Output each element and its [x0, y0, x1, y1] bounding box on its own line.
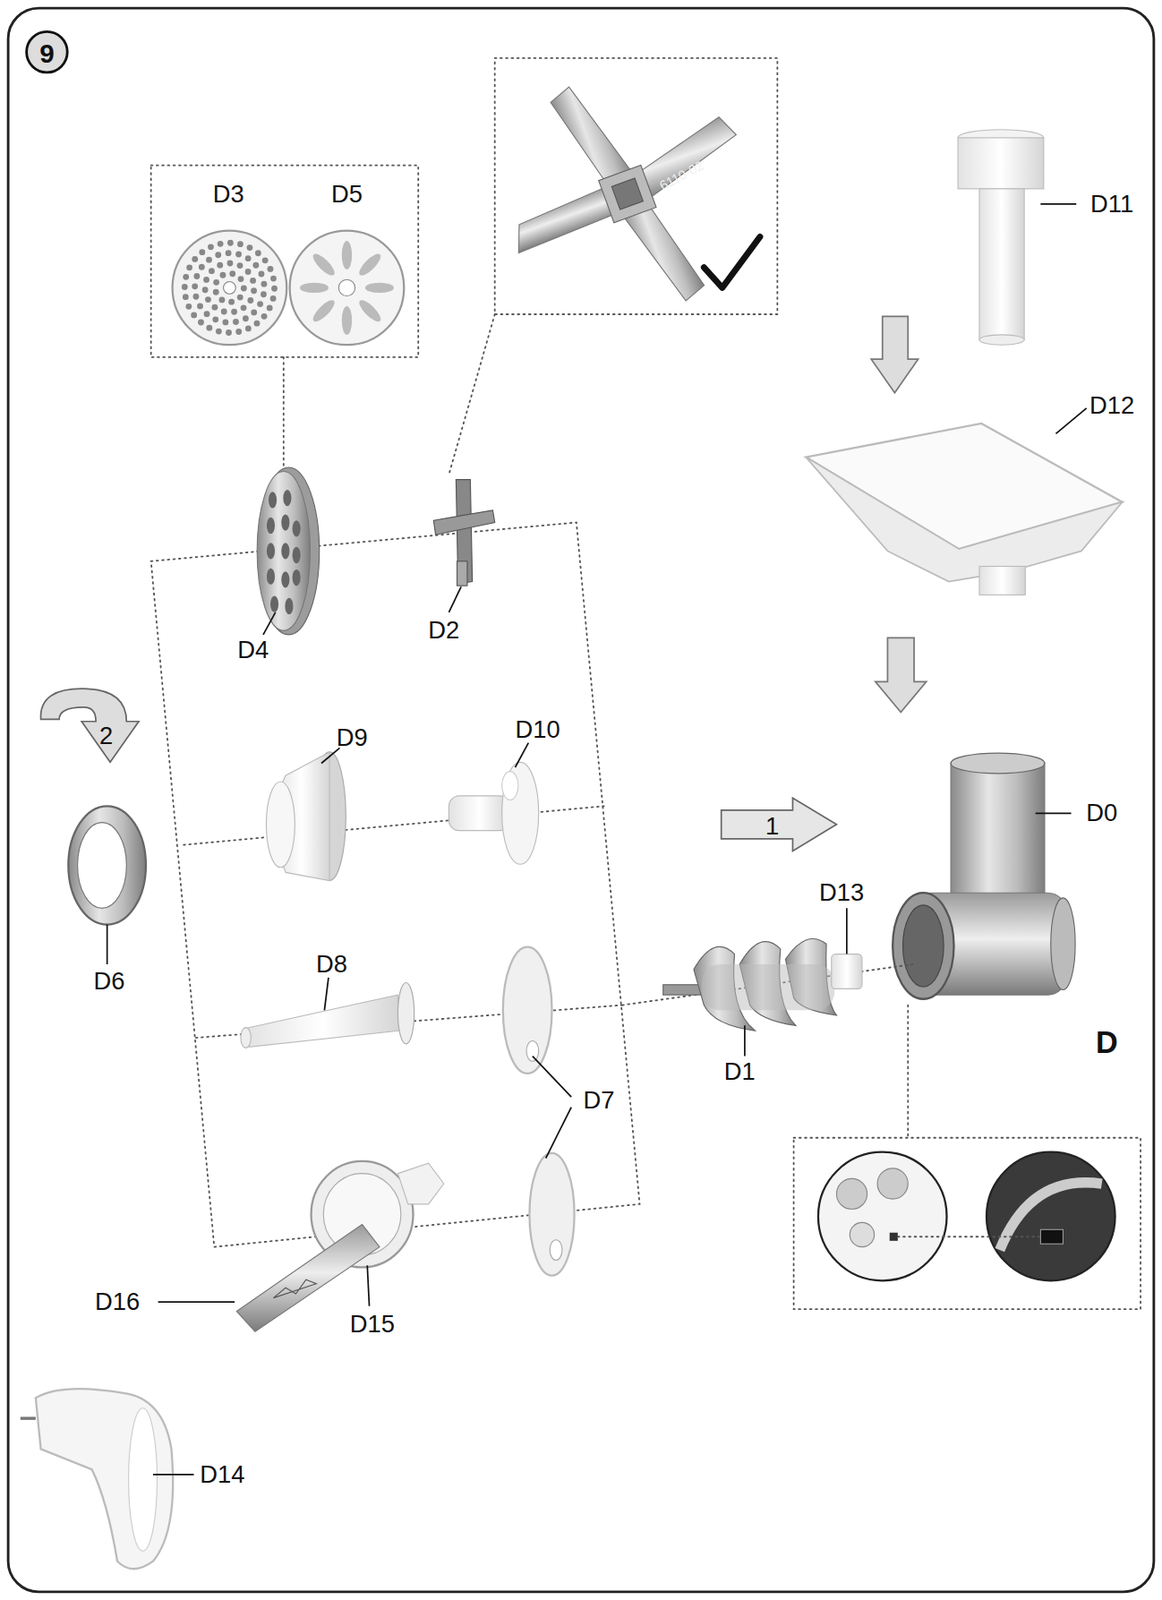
part-label: D1 [724, 1059, 756, 1084]
part-label: D0 [1085, 801, 1118, 826]
node-shape [36, 678, 144, 771]
part-label: D13 [819, 880, 864, 906]
figure-number: 9 [24, 29, 69, 75]
part-label: D [1095, 1027, 1119, 1059]
part-label: D10 [514, 717, 560, 742]
part-label: D4 [237, 637, 269, 662]
part-label: D11 [1090, 191, 1134, 216]
step-arrow: 1 [718, 795, 838, 854]
part-label: D14 [199, 1461, 245, 1487]
part-label: D12 [1089, 393, 1135, 418]
node-label: 1 [765, 813, 779, 838]
part-label: D3 [213, 181, 245, 206]
node-label: 2 [99, 723, 113, 748]
part-label: D15 [350, 1312, 395, 1337]
part-label: D8 [316, 951, 348, 976]
part-label: D16 [94, 1290, 140, 1315]
part-label: D6 [93, 969, 125, 994]
step-arrow: 2 [36, 678, 144, 771]
part-label: D7 [582, 1087, 615, 1112]
part-label: D2 [427, 618, 460, 643]
part-label: D5 [331, 181, 363, 206]
part-label: D9 [336, 725, 368, 750]
node-label: 9 [39, 39, 54, 67]
